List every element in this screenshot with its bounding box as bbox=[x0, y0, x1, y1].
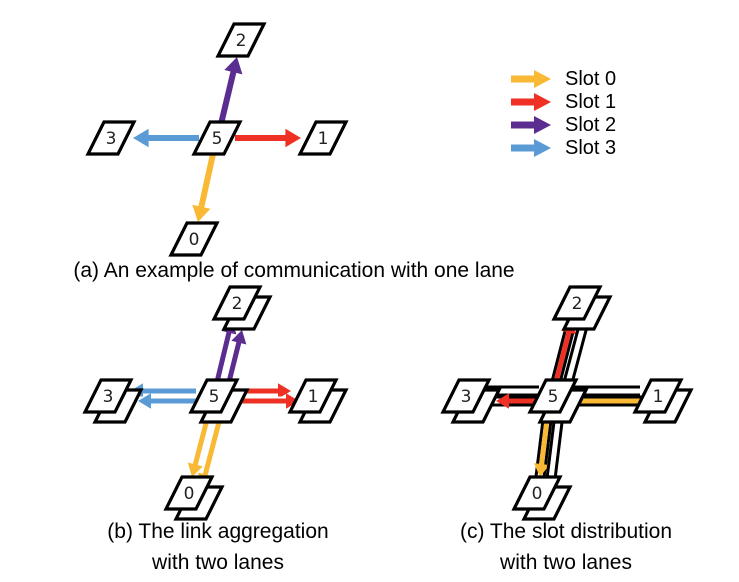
node-b-0-label: 0 bbox=[184, 484, 195, 504]
panel-b-nodes: 5 2 1 0 3 bbox=[82, 285, 349, 521]
legend-item-slot2: Slot 2 bbox=[511, 114, 616, 136]
node-c-2-label: 2 bbox=[572, 294, 583, 314]
node-b-1: 1 bbox=[287, 378, 349, 424]
caption-panel-b-line1: (b) The link aggregation bbox=[107, 520, 328, 543]
node-b-5-shape bbox=[188, 378, 240, 414]
node-b-5: 5 bbox=[188, 378, 250, 424]
node-c-5: 5 bbox=[527, 378, 589, 424]
legend-item-slot3: Slot 3 bbox=[511, 137, 616, 159]
node-b-0-shape bbox=[163, 475, 215, 511]
node-c-3: 3 bbox=[440, 378, 502, 424]
node-c-0-label: 0 bbox=[532, 484, 543, 504]
node-b-0: 0 bbox=[163, 475, 225, 521]
node-a-1: 1 bbox=[297, 120, 349, 156]
caption-panel-a: (a) An example of communication with one… bbox=[73, 259, 514, 282]
node-a-5-label: 5 bbox=[212, 129, 223, 149]
node-a-3-label: 3 bbox=[106, 129, 117, 149]
legend-item-slot1: Slot 1 bbox=[511, 91, 616, 113]
node-b-2: 2 bbox=[211, 285, 273, 331]
legend-label-slot0: Slot 0 bbox=[565, 68, 616, 90]
panel-a bbox=[133, 57, 301, 222]
node-a-2-shape bbox=[215, 22, 267, 58]
node-b-2-label: 2 bbox=[232, 294, 243, 314]
node-a-0-shape bbox=[168, 221, 220, 257]
legend-label-slot1: Slot 1 bbox=[565, 91, 616, 113]
caption-panel-b-line2: with two lanes bbox=[151, 551, 284, 574]
panel-a-arrow-to-node-3 bbox=[133, 128, 199, 148]
panel-a-arrow-to-node-2 bbox=[218, 57, 243, 125]
panel-a-arrow-to-node-0 bbox=[192, 153, 216, 222]
caption-panel-c-line1: (c) The slot distribution bbox=[460, 520, 672, 543]
node-a-0: 0 bbox=[168, 221, 220, 257]
node-a-3: 3 bbox=[85, 120, 137, 156]
panel-b-arrow-to-node-1-lane2 bbox=[240, 393, 299, 409]
node-c-0: 0 bbox=[511, 475, 573, 521]
node-a-1-label: 1 bbox=[318, 129, 329, 149]
legend-arrow-slot1-icon bbox=[511, 93, 551, 111]
node-c-5-label: 5 bbox=[548, 387, 559, 407]
node-b-1-label: 1 bbox=[308, 387, 319, 407]
node-c-0-shape bbox=[511, 475, 563, 511]
panel-c-nodes: 5 2 1 0 3 bbox=[440, 285, 694, 521]
panel-a-nodes: 5 2 1 0 3 bbox=[85, 22, 349, 257]
node-b-3: 3 bbox=[82, 378, 144, 424]
node-b-3-shape bbox=[82, 378, 134, 414]
legend-label-slot3: Slot 3 bbox=[565, 137, 616, 159]
node-c-1-label: 1 bbox=[653, 387, 664, 407]
legend: Slot 0 Slot 1 Slot 2 Slot 3 bbox=[511, 68, 616, 159]
legend-arrow-slot3-icon bbox=[511, 139, 551, 157]
caption-panel-c-line2: with two lanes bbox=[499, 551, 632, 574]
node-c-5-shape bbox=[527, 378, 579, 414]
panel-a-arrow-to-node-1 bbox=[235, 128, 301, 148]
legend-arrow-slot2-icon bbox=[511, 116, 551, 134]
node-c-3-shape bbox=[440, 378, 492, 414]
node-b-2-shape bbox=[211, 285, 263, 321]
node-c-1-shape bbox=[632, 378, 684, 414]
panel-c bbox=[484, 314, 648, 492]
node-c-2: 2 bbox=[551, 285, 613, 331]
node-c-3-label: 3 bbox=[461, 387, 472, 407]
node-c-1: 1 bbox=[632, 378, 694, 424]
node-a-5: 5 bbox=[191, 120, 243, 156]
legend-arrow-slot0-icon bbox=[511, 70, 551, 88]
node-a-2: 2 bbox=[215, 22, 267, 58]
node-a-5-shape bbox=[191, 120, 243, 156]
node-b-3-label: 3 bbox=[103, 387, 114, 407]
node-c-2-shape bbox=[551, 285, 603, 321]
legend-item-slot0: Slot 0 bbox=[511, 68, 616, 90]
node-a-3-shape bbox=[85, 120, 137, 156]
node-a-0-label: 0 bbox=[189, 230, 200, 250]
legend-label-slot2: Slot 2 bbox=[565, 114, 616, 136]
node-b-5-label: 5 bbox=[209, 387, 220, 407]
node-a-1-shape bbox=[297, 120, 349, 156]
node-a-2-label: 2 bbox=[236, 31, 247, 51]
node-b-1-shape bbox=[287, 378, 339, 414]
